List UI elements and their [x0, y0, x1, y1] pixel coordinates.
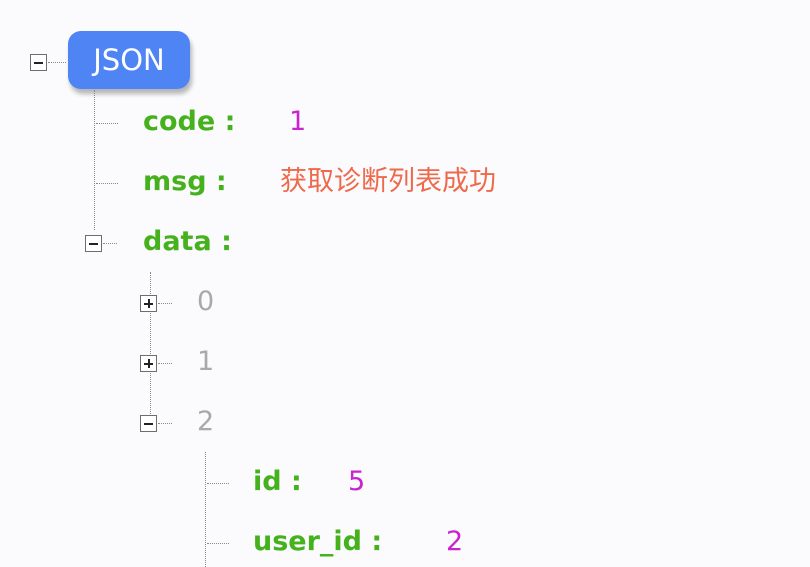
tree-connector	[158, 363, 172, 364]
collapse-root-icon[interactable]	[30, 54, 47, 71]
tree-connector	[96, 123, 118, 124]
tree-connector	[158, 303, 172, 304]
minus-sign	[144, 423, 153, 425]
tree-guide-item-2	[205, 452, 206, 567]
index-2[interactable]: 2	[197, 406, 215, 437]
collapse-item-2-icon[interactable]	[140, 415, 157, 432]
value-user-id: 2	[446, 526, 464, 557]
tree-guide-data	[150, 272, 151, 414]
index-0[interactable]: 0	[197, 286, 215, 317]
key-code: code :	[143, 106, 236, 137]
tree-connector	[103, 243, 117, 244]
tree-guide-root	[94, 90, 95, 230]
tree-connector	[96, 183, 118, 184]
value-id: 5	[348, 466, 366, 497]
key-id: id :	[253, 466, 302, 497]
key-data: data :	[143, 226, 232, 257]
expand-item-1-icon[interactable]	[140, 355, 157, 372]
key-msg: msg :	[143, 166, 227, 197]
root-node-badge[interactable]: JSON	[68, 31, 190, 89]
tree-connector	[207, 483, 229, 484]
value-msg: 获取诊断列表成功	[280, 166, 496, 197]
value-code: 1	[289, 106, 307, 137]
collapse-data-icon[interactable]	[85, 235, 102, 252]
tree-connector	[207, 543, 229, 544]
minus-sign	[34, 62, 43, 64]
key-user-id: user_id :	[253, 526, 383, 557]
tree-connector	[48, 62, 66, 63]
expand-item-0-icon[interactable]	[140, 295, 157, 312]
plus-sign-v	[148, 299, 150, 308]
minus-sign	[89, 243, 98, 245]
tree-connector	[158, 423, 172, 424]
index-1[interactable]: 1	[197, 346, 215, 377]
plus-sign-v	[148, 359, 150, 368]
